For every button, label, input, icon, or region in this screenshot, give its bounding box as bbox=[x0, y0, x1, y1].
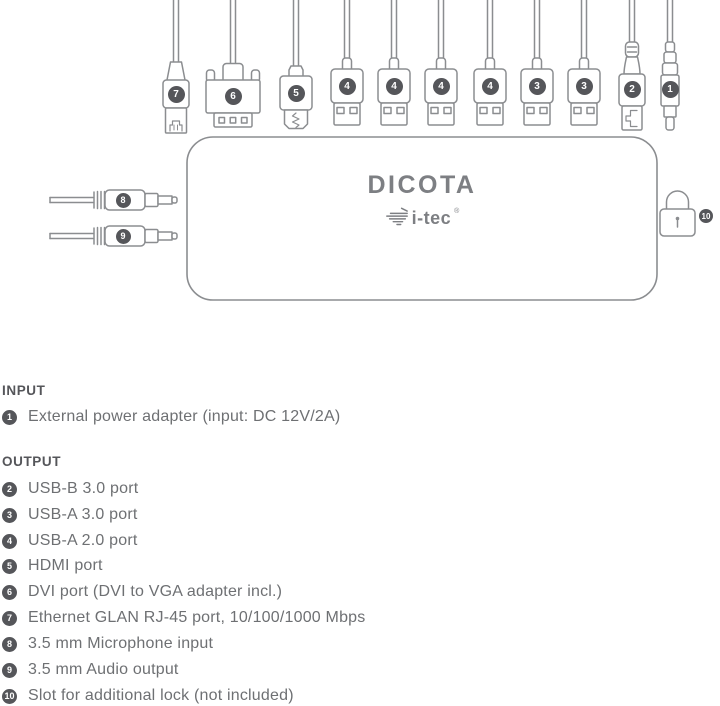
audio-jack-connector bbox=[49, 225, 178, 247]
usb-a-2-connector bbox=[377, 0, 411, 126]
connector-badge-5: 5 bbox=[287, 84, 305, 102]
item-text: USB-B 3.0 port bbox=[28, 480, 139, 497]
connector-badge-4a: 4 bbox=[338, 77, 356, 95]
usb-a-2-connector bbox=[424, 0, 458, 126]
dvi-connector bbox=[205, 0, 261, 128]
microphone-jack-connector bbox=[49, 189, 178, 211]
legend-item-10: 10 Slot for additional lock (not include… bbox=[2, 687, 294, 705]
connector-badge-6: 6 bbox=[224, 87, 242, 105]
legend-item-7: 7 Ethernet GLAN RJ-45 port, 10/100/1000 … bbox=[2, 609, 365, 627]
usb-a-2-connector bbox=[330, 0, 364, 126]
ethernet-rj45-connector bbox=[162, 0, 190, 134]
legend-item-9: 9 3.5 mm Audio output bbox=[2, 661, 179, 679]
dock-connection-artwork bbox=[49, 0, 696, 301]
usb-a-2-connector bbox=[473, 0, 507, 126]
legend-item-4: 4 USB-A 2.0 port bbox=[2, 532, 138, 550]
item-text: USB-A 3.0 port bbox=[28, 506, 138, 523]
item-number-badge: 6 bbox=[2, 584, 17, 600]
item-text: Ethernet GLAN RJ-45 port, 10/100/1000 Mb… bbox=[28, 609, 366, 626]
connector-badge-1: 1 bbox=[661, 80, 679, 98]
itec-logo-text: i-tec bbox=[411, 207, 452, 228]
item-number-badge: 2 bbox=[2, 481, 17, 497]
brand-block: DICOTA i-tec ® bbox=[187, 171, 657, 230]
item-text: HDMI port bbox=[28, 557, 103, 574]
connector-badge-4c: 4 bbox=[432, 77, 450, 95]
item-number-badge: 9 bbox=[2, 662, 17, 678]
dicota-logo: DICOTA bbox=[367, 171, 477, 199]
item-number-badge: 7 bbox=[2, 610, 17, 626]
connector-badge-3b: 3 bbox=[575, 77, 593, 95]
connector-badge-3a: 3 bbox=[528, 77, 546, 95]
usb-a-3-connector bbox=[520, 0, 554, 126]
item-text: Slot for additional lock (not included) bbox=[28, 687, 294, 704]
input-section-title: INPUT bbox=[2, 383, 46, 398]
usb-a-3-connector bbox=[567, 0, 601, 126]
connector-badge-7: 7 bbox=[167, 85, 185, 103]
item-number-badge: 1 bbox=[2, 409, 17, 425]
legend-item-1: 1 External power adapter (input: DC 12V/… bbox=[2, 408, 340, 426]
item-number-badge: 8 bbox=[2, 636, 17, 652]
item-number-badge: 10 bbox=[2, 688, 17, 704]
connector-badge-4d: 4 bbox=[481, 77, 499, 95]
item-number-badge: 4 bbox=[2, 533, 17, 549]
item-text: USB-A 2.0 port bbox=[28, 532, 138, 549]
registered-mark: ® bbox=[454, 207, 460, 215]
connector-badge-2: 2 bbox=[623, 80, 641, 98]
legend-item-6: 6 DVI port (DVI to VGA adapter incl.) bbox=[2, 583, 282, 601]
item-number-badge: 3 bbox=[2, 507, 17, 523]
item-text: 3.5 mm Microphone input bbox=[28, 635, 214, 652]
legend: INPUT 1 External power adapter (input: D… bbox=[2, 383, 718, 706]
dock-body bbox=[186, 136, 658, 301]
hdmi-connector bbox=[279, 0, 313, 130]
lock-icon bbox=[659, 190, 696, 237]
itec-wing-icon bbox=[385, 207, 408, 226]
output-section-title: OUTPUT bbox=[2, 454, 62, 469]
connector-badge-10: 10 bbox=[699, 209, 713, 223]
connector-badge-4b: 4 bbox=[385, 77, 403, 95]
legend-item-8: 8 3.5 mm Microphone input bbox=[2, 635, 213, 653]
itec-logo: i-tec ® bbox=[187, 206, 657, 230]
power-plug-connector bbox=[660, 0, 680, 131]
connector-badge-8: 8 bbox=[115, 192, 131, 208]
legend-item-2: 2 USB-B 3.0 port bbox=[2, 480, 138, 498]
usb-b-connector bbox=[618, 0, 646, 131]
item-text: External power adapter (input: DC 12V/2A… bbox=[28, 408, 341, 425]
item-text: 3.5 mm Audio output bbox=[28, 661, 179, 678]
legend-item-3: 3 USB-A 3.0 port bbox=[2, 506, 138, 524]
legend-item-5: 5 HDMI port bbox=[2, 557, 103, 575]
item-number-badge: 5 bbox=[2, 558, 17, 574]
connector-badge-9: 9 bbox=[115, 228, 131, 244]
item-text: DVI port (DVI to VGA adapter incl.) bbox=[28, 583, 283, 600]
